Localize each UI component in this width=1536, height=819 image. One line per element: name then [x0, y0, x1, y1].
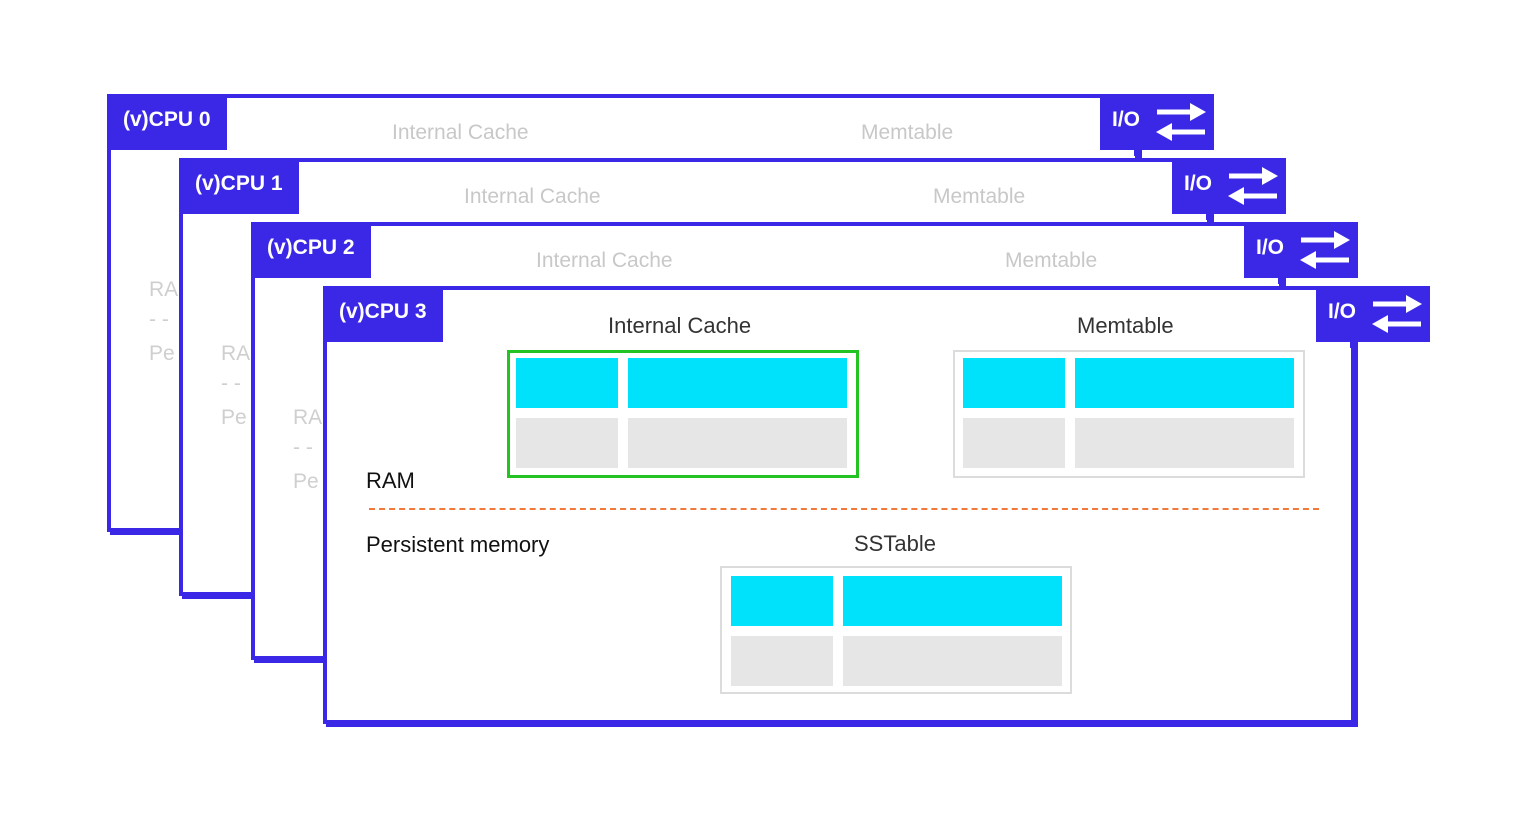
- ram-label-0: RA: [149, 278, 179, 301]
- ram-persistent-divider: [369, 508, 1319, 510]
- internal-cache-table: [507, 350, 859, 478]
- divider-fragment-0: - -: [149, 308, 169, 331]
- memtable-title-1: Memtable: [933, 185, 1026, 208]
- io-connector-3: [1350, 338, 1354, 348]
- cpu-panel-3: (v)CPU 3 Internal Cache Memtable RAM Per…: [323, 286, 1355, 724]
- io-port-1: I/O: [1172, 158, 1286, 220]
- internal-cache-title: Internal Cache: [608, 313, 752, 338]
- sstable-header-key: [731, 576, 833, 626]
- sstable-table: [720, 566, 1072, 694]
- io-label-0: I/O: [1112, 108, 1141, 131]
- persistent-label-0: Pe: [149, 342, 175, 365]
- io-port-3: I/O: [1316, 286, 1430, 348]
- memtable-title-0: Memtable: [861, 121, 954, 144]
- internal-cache-title-0: Internal Cache: [392, 121, 529, 144]
- sstable-title: SSTable: [854, 531, 936, 556]
- swap-arrows-icon: [1370, 293, 1424, 335]
- ram-label: RAM: [366, 468, 415, 493]
- internal-cache-title-1: Internal Cache: [464, 185, 601, 208]
- io-connector-1: [1206, 210, 1210, 220]
- cache-header-key: [516, 358, 618, 408]
- swap-arrows-icon: [1226, 165, 1280, 207]
- cpu-label-3: (v)CPU 3: [323, 286, 443, 342]
- memtable-title: Memtable: [1077, 313, 1174, 338]
- divider-fragment-1: - -: [221, 372, 241, 395]
- io-label-1: I/O: [1184, 172, 1213, 195]
- cpu-label-1: (v)CPU 1: [179, 158, 299, 214]
- swap-arrows-icon: [1154, 101, 1208, 143]
- memtable-row-key: [963, 418, 1065, 468]
- io-connector-0: [1134, 146, 1138, 156]
- divider-fragment-2: - -: [293, 436, 313, 459]
- persistent-label-1: Pe: [221, 406, 247, 429]
- io-port-0: I/O: [1100, 94, 1214, 156]
- swap-arrows-icon: [1298, 229, 1352, 271]
- ram-label-2: RA: [293, 406, 323, 429]
- memtable-header-key: [963, 358, 1065, 408]
- persistent-memory-label: Persistent memory: [366, 532, 550, 557]
- io-label-2: I/O: [1256, 236, 1285, 259]
- cache-row-value: [628, 418, 847, 468]
- memtable-title-2: Memtable: [1005, 249, 1098, 272]
- cpu-label-2: (v)CPU 2: [251, 222, 371, 278]
- io-port-2: I/O: [1244, 222, 1358, 284]
- internal-cache-title-2: Internal Cache: [536, 249, 673, 272]
- cache-header-value: [628, 358, 847, 408]
- memtable-header-value: [1075, 358, 1294, 408]
- cache-row-key: [516, 418, 618, 468]
- persistent-label-2: Pe: [293, 470, 319, 493]
- io-connector-2: [1278, 274, 1282, 284]
- sstable-header-value: [843, 576, 1062, 626]
- io-label-3: I/O: [1328, 300, 1357, 323]
- sstable-row-value: [843, 636, 1062, 686]
- ram-label-1: RA: [221, 342, 251, 365]
- sstable-row-key: [731, 636, 833, 686]
- memtable-table: [953, 350, 1305, 478]
- memtable-row-value: [1075, 418, 1294, 468]
- cpu-label-0: (v)CPU 0: [107, 94, 227, 150]
